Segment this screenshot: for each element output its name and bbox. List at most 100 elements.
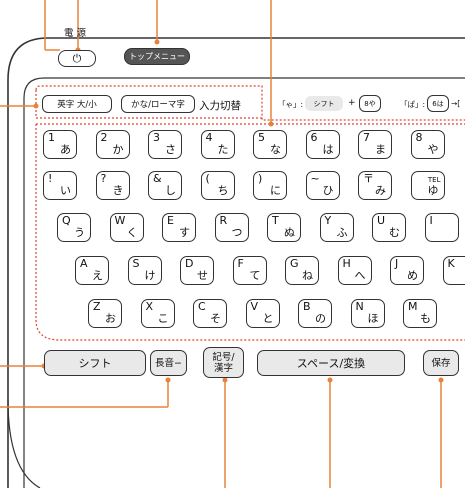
key-kana-char: か xyxy=(112,143,124,156)
key-top-char: V xyxy=(250,300,259,313)
key-row3-8[interactable]: I xyxy=(424,213,459,242)
symbol-kanji-key[interactable]: 記号/ 漢字 xyxy=(203,347,244,378)
pa-hint-label: 「ぱ」: xyxy=(400,100,426,109)
key-top-char: U xyxy=(377,214,386,227)
key-kana-char: た xyxy=(217,143,229,156)
key-row4-8[interactable]: K xyxy=(442,256,465,285)
power-button[interactable]: ⏻ xyxy=(58,50,96,67)
key-top-char: ~ xyxy=(310,172,320,185)
key-top-char: F xyxy=(237,257,244,270)
long-vowel-key[interactable]: 長音− xyxy=(150,350,187,376)
key-kana-char: あ xyxy=(60,143,71,156)
key-kana-char: け xyxy=(144,269,156,282)
key-kana-char: え xyxy=(92,269,103,282)
key-kana-char: つ xyxy=(231,226,243,239)
save-key[interactable]: 保存 xyxy=(423,350,459,376)
key-top-char: R xyxy=(219,214,228,227)
key-top-char: G xyxy=(290,257,299,270)
key-kana-char: ま xyxy=(375,143,386,156)
key-kana-char: く xyxy=(126,226,138,239)
key-top-char: S xyxy=(132,257,140,270)
key-kana-char: ぬ xyxy=(284,226,295,239)
key-kana-char: き xyxy=(112,184,124,197)
plus-sign: + xyxy=(348,98,356,108)
key-top-char: D xyxy=(185,257,194,270)
key-top-char: E xyxy=(167,214,174,227)
key-kana-char: し xyxy=(165,184,176,197)
key-kana-char: ほ xyxy=(367,312,379,325)
top-menu-button[interactable]: トップメニュー xyxy=(124,48,190,65)
shift-hint-pill: シフト xyxy=(305,96,343,111)
key-row2-6[interactable]: ~ひ xyxy=(305,171,340,200)
key-row2-1[interactable]: !い xyxy=(43,171,77,200)
eng-case-key[interactable]: 英字 大/小 xyxy=(42,95,112,113)
pa-hint-kana: は xyxy=(436,99,444,108)
key-top-char: 2 xyxy=(100,131,108,144)
space-convert-key[interactable]: スペース/変換 xyxy=(257,350,405,376)
key-kana-char: そ xyxy=(210,312,221,325)
key-row2-7[interactable]: 〒み xyxy=(358,171,392,200)
key-row2-3[interactable]: &し xyxy=(148,171,182,200)
arrow-hint: →[ xyxy=(451,99,461,108)
key-top-char: 1 xyxy=(48,131,55,144)
key-top-char: X xyxy=(145,300,154,313)
key-row2-5[interactable]: )に xyxy=(253,171,287,200)
key-top-char: Q xyxy=(62,214,71,227)
key-top-char: 〒 xyxy=(363,172,374,185)
key-kana-char: は xyxy=(322,143,334,156)
key-row2-2[interactable]: ?き xyxy=(95,171,130,200)
key-kana-char: て xyxy=(249,269,261,282)
shift-key[interactable]: シフト xyxy=(44,350,146,376)
power-icon: ⏻ xyxy=(72,51,82,65)
key-top-char: 5 xyxy=(258,131,265,144)
key-top-char: W xyxy=(114,214,126,227)
key-top-char: ? xyxy=(100,172,107,185)
key-top-char: 8 xyxy=(415,131,423,144)
key-kana-char: ね xyxy=(302,269,313,282)
key-kana-char: ふ xyxy=(336,226,348,239)
kana-romaji-key[interactable]: かな/ローマ字 xyxy=(121,95,195,113)
key-top-char: M xyxy=(408,300,418,313)
key-kana-char: す xyxy=(179,226,190,239)
key-kana-char: う xyxy=(74,226,85,239)
key-top-char: C xyxy=(198,300,206,313)
key-top-char: J xyxy=(395,257,399,270)
key-top-char: H xyxy=(342,257,351,270)
key-kana-char: せ xyxy=(197,269,208,282)
key-row2-4[interactable]: (ち xyxy=(200,171,235,200)
ya-hint-kana: や xyxy=(368,99,376,108)
key-kana-char: も xyxy=(420,312,431,325)
key-top-char: ( xyxy=(205,172,210,185)
